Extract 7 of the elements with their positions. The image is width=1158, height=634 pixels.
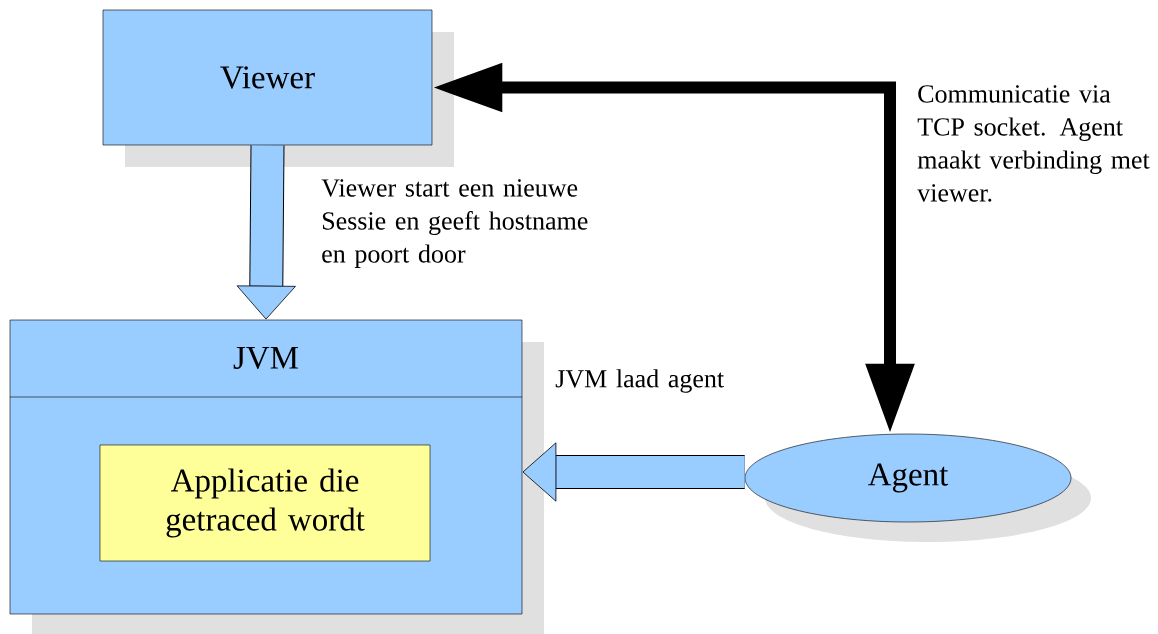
block-arrow — [522, 442, 745, 502]
edge-label: Viewer start een nieuwe Sessie en geeft hostname en poort door — [321, 179, 588, 268]
process-box: Viewer — [102, 9, 433, 146]
process-box: Applicatie die getraced wordt — [99, 444, 431, 562]
edge-label: Communicatie via TCP socket. Agent maakt verbinding met viewer. — [917, 85, 1150, 202]
edge-label: JVM laad agent — [555, 369, 724, 393]
block-arrow — [236, 145, 296, 320]
